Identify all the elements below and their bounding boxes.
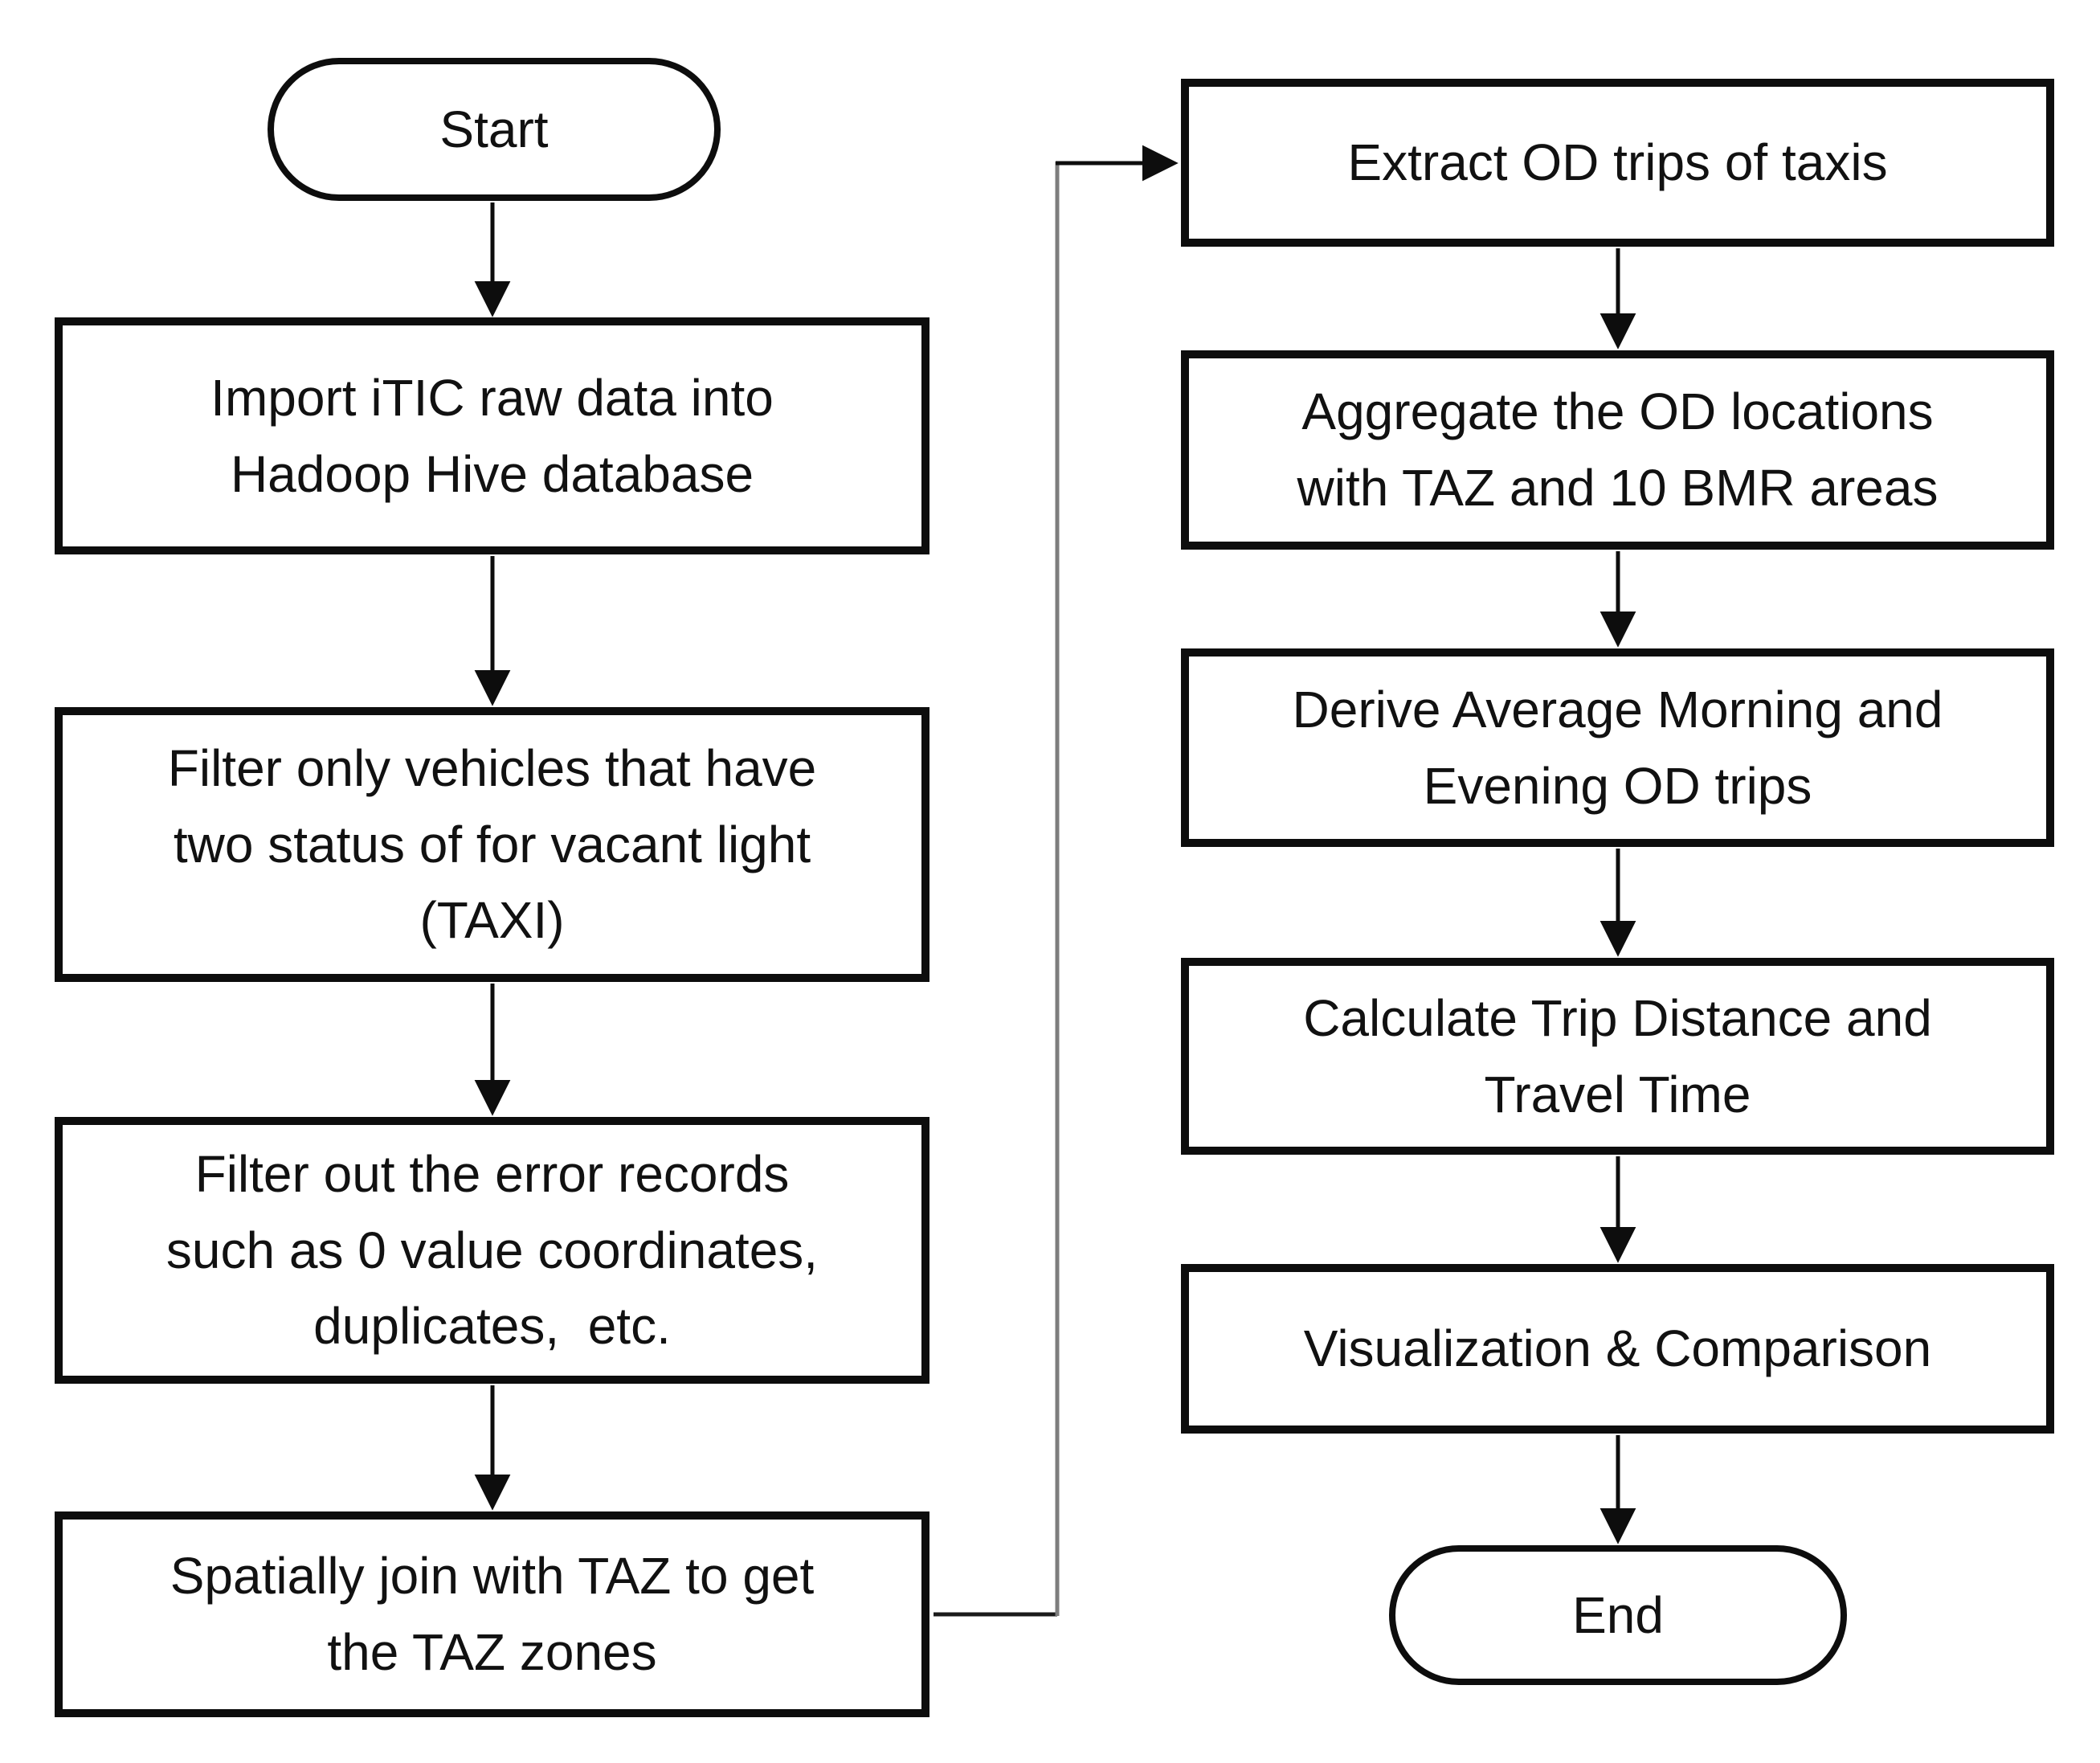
node-start: Start xyxy=(268,58,721,201)
node-spatial-join: Spatially join with TAZ to get the TAZ z… xyxy=(55,1511,929,1717)
node-filter-errors: Filter out the error records such as 0 v… xyxy=(55,1117,929,1384)
node-extract-od: Extract OD trips of taxis xyxy=(1181,79,2054,247)
node-visualization: Visualization & Comparison xyxy=(1181,1264,2054,1434)
node-derive-trips: Derive Average Morning and Evening OD tr… xyxy=(1181,648,2054,847)
node-calc-distance: Calculate Trip Distance and Travel Time xyxy=(1181,958,2054,1155)
node-end: End xyxy=(1389,1545,1847,1685)
node-filter-vehicles: Filter only vehicles that have two statu… xyxy=(55,707,929,982)
node-import-data: Import iTIC raw data into Hadoop Hive da… xyxy=(55,317,929,554)
node-aggregate-od: Aggregate the OD locations with TAZ and … xyxy=(1181,350,2054,550)
